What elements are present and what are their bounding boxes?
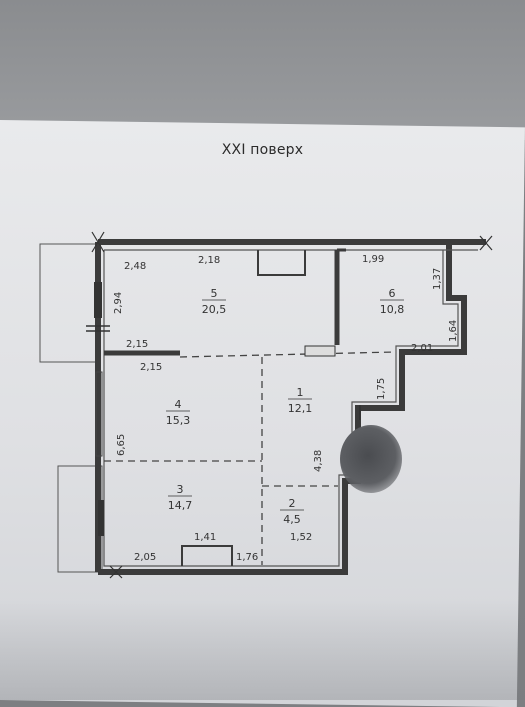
dim-1-41: 1,41 bbox=[194, 532, 216, 543]
dim-2-94: 2,94 bbox=[113, 292, 124, 314]
balcony-top bbox=[39, 243, 99, 363]
dim-1-75: 1,75 bbox=[376, 378, 387, 400]
dim-1-52: 1,52 bbox=[290, 532, 312, 543]
room-dividers bbox=[104, 351, 396, 565]
svg-text:4: 4 bbox=[175, 398, 182, 411]
dim-1-37: 1,37 bbox=[432, 268, 443, 290]
dim-2-15-top: 2,15 bbox=[126, 339, 148, 350]
svg-text:1: 1 bbox=[297, 386, 304, 399]
svg-text:14,7: 14,7 bbox=[168, 499, 193, 512]
svg-text:3: 3 bbox=[177, 483, 184, 496]
room-3-label: 3 14,7 bbox=[168, 483, 193, 512]
dim-2-18: 2,18 bbox=[198, 255, 220, 266]
room-5-label: 5 20,5 bbox=[202, 287, 227, 316]
corner-marker-tl bbox=[91, 231, 105, 253]
wall-notch bbox=[257, 250, 306, 276]
room-6-label: 6 10,8 bbox=[380, 287, 405, 316]
dim-1-99: 1,99 bbox=[362, 254, 384, 265]
svg-text:4,5: 4,5 bbox=[283, 513, 301, 526]
floor-title: XXI поверх bbox=[221, 142, 304, 158]
dim-2-01: 2,01 bbox=[411, 343, 433, 354]
door-element bbox=[304, 345, 336, 357]
window-left-top bbox=[94, 282, 102, 318]
outer-wall-inner-line bbox=[103, 249, 478, 567]
svg-text:6: 6 bbox=[389, 287, 396, 300]
dim-2-48: 2,48 bbox=[124, 261, 146, 272]
window-left-bottom bbox=[98, 500, 104, 536]
svg-text:10,8: 10,8 bbox=[380, 303, 405, 316]
corner-marker-bl bbox=[109, 565, 123, 579]
room-4-label: 4 15,3 bbox=[166, 398, 191, 427]
svg-text:2: 2 bbox=[289, 497, 296, 510]
svg-text:15,3: 15,3 bbox=[166, 414, 191, 427]
blurred-marker bbox=[340, 425, 402, 493]
dim-1-64: 1,64 bbox=[448, 320, 459, 342]
paper-shadow bbox=[0, 600, 525, 700]
corner-marker-tr bbox=[479, 235, 493, 251]
window-left-mid bbox=[95, 371, 103, 457]
dim-1-76: 1,76 bbox=[236, 552, 258, 563]
svg-text:20,5: 20,5 bbox=[202, 303, 227, 316]
dim-2-15-bottom: 2,15 bbox=[140, 362, 162, 373]
dim-2-05: 2,05 bbox=[134, 552, 156, 563]
room-1-label: 1 12,1 bbox=[288, 386, 313, 415]
dim-4-38: 4,38 bbox=[313, 450, 324, 472]
dim-6-65: 6,65 bbox=[116, 434, 127, 456]
svg-text:5: 5 bbox=[211, 287, 218, 300]
room-2-label: 2 4,5 bbox=[280, 497, 304, 526]
background-wall bbox=[0, 0, 525, 140]
bottom-bay bbox=[181, 545, 233, 566]
svg-text:12,1: 12,1 bbox=[288, 402, 313, 415]
